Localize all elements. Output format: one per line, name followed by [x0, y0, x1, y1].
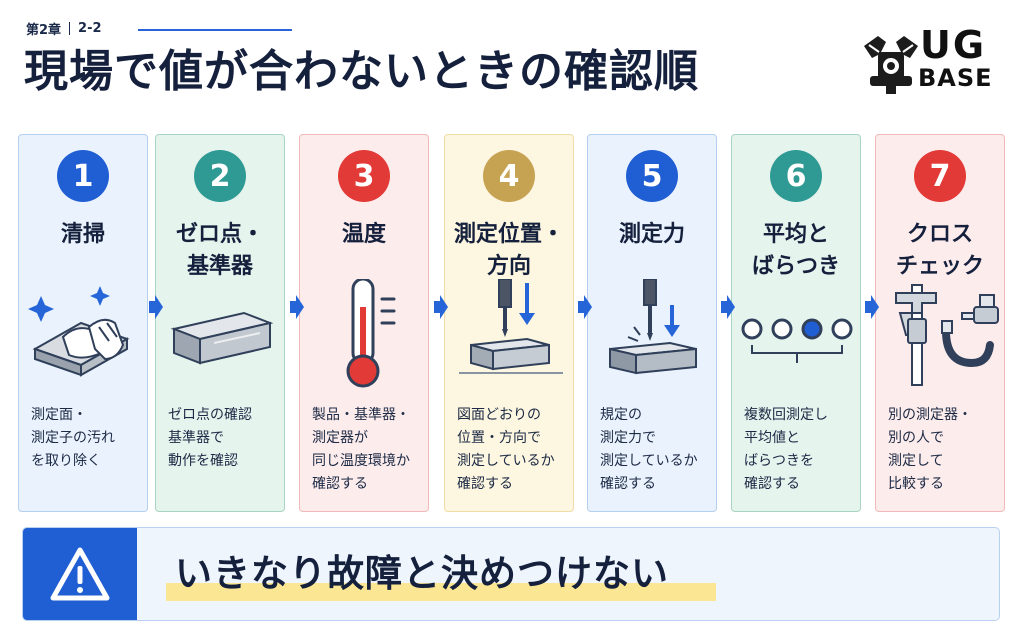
step-title: 清掃 — [19, 219, 147, 251]
step-description-line: 別の人で — [888, 430, 944, 446]
step-number-badge: 5 — [626, 150, 678, 202]
step-title-line: ゼロ点・ — [175, 222, 264, 247]
warning-icon — [50, 547, 110, 601]
step-title: 測定力 — [588, 219, 716, 251]
step-description-line: 測定しているか — [600, 453, 698, 469]
step-description-line: 測定面・ — [31, 407, 87, 423]
message-highlight — [166, 583, 716, 601]
step-description-line: 測定器が — [312, 430, 368, 446]
step-description: 図面どおりの 位置・方向で 測定しているか 確認する — [457, 404, 575, 496]
step-description-line: 製品・基準器・ — [312, 407, 410, 423]
step-title-line: 測定力 — [618, 222, 685, 247]
flow-arrow-icon — [721, 295, 735, 319]
step-title: 平均と ばらつき — [732, 219, 860, 283]
step-card-4: 4 測定位置・ 方向 図面どおりの 位置・方向で 測定しているか 確認する — [444, 134, 574, 512]
step-description-line: 動作を確認 — [168, 453, 238, 469]
step-description-line: 別の測定器・ — [888, 407, 972, 423]
ug-base-logo: UG BASE — [860, 23, 1006, 98]
step-title-line: 清掃 — [60, 222, 105, 247]
warning-icon-box — [23, 528, 137, 620]
step-description: ゼロ点の確認 基準器で 動作を確認 — [168, 404, 286, 473]
engine-logo-icon — [864, 36, 918, 94]
step-description: 規定の 測定力で 測定しているか 確認する — [600, 404, 718, 496]
step-description-line: 確認する — [600, 476, 656, 492]
step-card-6: 6 平均と ばらつき 複数回測定し 平均値と ばらつきを 確認する — [731, 134, 861, 512]
step-description-line: ゼロ点の確認 — [168, 407, 252, 423]
step-card-1: 1 清掃 測定面・ 測定子の汚れ を取り除く — [18, 134, 148, 512]
step-title: ゼロ点・ 基準器 — [156, 219, 284, 283]
step-card-2: 2 ゼロ点・ 基準器 ゼロ点の確認 基準器で 動作を確認 — [155, 134, 285, 512]
probe-position-icon — [459, 279, 563, 374]
chapter-number: 第2章 — [26, 23, 62, 38]
step-description-line: を取り除く — [31, 453, 101, 469]
thermometer-icon — [346, 279, 396, 388]
cleaning-cloth-icon — [28, 286, 130, 377]
step-title-line: 方向 — [486, 254, 531, 279]
flow-arrow-icon — [434, 295, 448, 319]
warning-banner: いきなり故障と決めつけない — [22, 527, 1000, 621]
step-title-line: クロス — [906, 222, 973, 247]
step-cards: 1 清掃 測定面・ 測定子の汚れ を取り除く 2 ゼロ点・ 基準器 — [18, 134, 1005, 512]
page-title: 現場で値が合わないときの確認順 — [24, 46, 699, 97]
flow-arrow-icon — [290, 295, 304, 319]
gauge-block-icon — [170, 311, 274, 365]
step-description-line: 測定しているか — [457, 453, 555, 469]
step-title-line: 測定位置・ — [453, 222, 564, 247]
dots-average-icon — [741, 318, 853, 363]
step-title-line: ばらつき — [751, 254, 840, 279]
chapter-label: 第2章 2-2 — [26, 19, 102, 38]
step-description-line: 比較する — [888, 476, 944, 492]
step-description: 別の測定器・ 別の人で 測定して 比較する — [888, 404, 1006, 496]
chapter-rule — [138, 29, 292, 31]
step-description-line: 基準器で — [168, 430, 224, 446]
flow-arrow-icon — [865, 295, 879, 319]
step-number-badge: 2 — [194, 150, 246, 202]
step-number-badge: 4 — [483, 150, 535, 202]
step-description: 製品・基準器・ 測定器が 同じ温度環境か 確認する — [312, 404, 430, 496]
step-number-badge: 6 — [770, 150, 822, 202]
caliper-micrometer-icon — [895, 284, 999, 386]
step-description-line: 規定の — [600, 407, 642, 423]
step-description-line: 確認する — [457, 476, 513, 492]
warning-message: いきなり故障と決めつけない — [175, 552, 669, 595]
step-description-line: 複数回測定し — [744, 407, 828, 423]
step-title-line: 温度 — [341, 222, 386, 247]
step-number-badge: 3 — [338, 150, 390, 202]
logo-text-ug: UG — [920, 23, 987, 67]
chapter-divider — [69, 22, 71, 35]
logo-text-base: BASE — [918, 64, 993, 92]
step-description-line: ばらつきを — [744, 453, 814, 469]
step-title-line: 平均と — [762, 222, 829, 247]
probe-force-icon — [609, 279, 697, 375]
step-description-line: 測定して — [888, 453, 944, 469]
step-description-line: 位置・方向で — [457, 430, 541, 446]
step-description: 複数回測定し 平均値と ばらつきを 確認する — [744, 404, 862, 496]
section-number: 2-2 — [78, 21, 102, 36]
step-number-badge: 7 — [914, 150, 966, 202]
flow-arrow-icon — [578, 295, 592, 319]
step-title: 測定位置・ 方向 — [445, 219, 573, 283]
step-description-line: 測定子の汚れ — [31, 430, 115, 446]
step-title-line: 基準器 — [186, 254, 253, 279]
step-description-line: 確認する — [312, 476, 368, 492]
flow-arrow-icon — [149, 295, 163, 319]
step-description-line: 図面どおりの — [457, 407, 541, 423]
step-description-line: 測定力で — [600, 430, 656, 446]
step-description-line: 同じ温度環境か — [312, 453, 410, 469]
step-card-5: 5 測定力 規定の 測定力で 測定しているか 確認する — [587, 134, 717, 512]
step-number-badge: 1 — [57, 150, 109, 202]
step-title: クロス チェック — [876, 219, 1004, 283]
step-title: 温度 — [300, 219, 428, 251]
step-description-line: 確認する — [744, 476, 800, 492]
step-card-3: 3 温度 製品・基準器・ 測定器が 同じ温度環境か 確認する — [299, 134, 429, 512]
step-description-line: 平均値と — [744, 430, 800, 446]
step-card-7: 7 クロス チェック 別の測定器・ 別の人で 測定して 比較する — [875, 134, 1005, 512]
step-description: 測定面・ 測定子の汚れ を取り除く — [31, 404, 149, 473]
step-title-line: チェック — [895, 254, 984, 279]
